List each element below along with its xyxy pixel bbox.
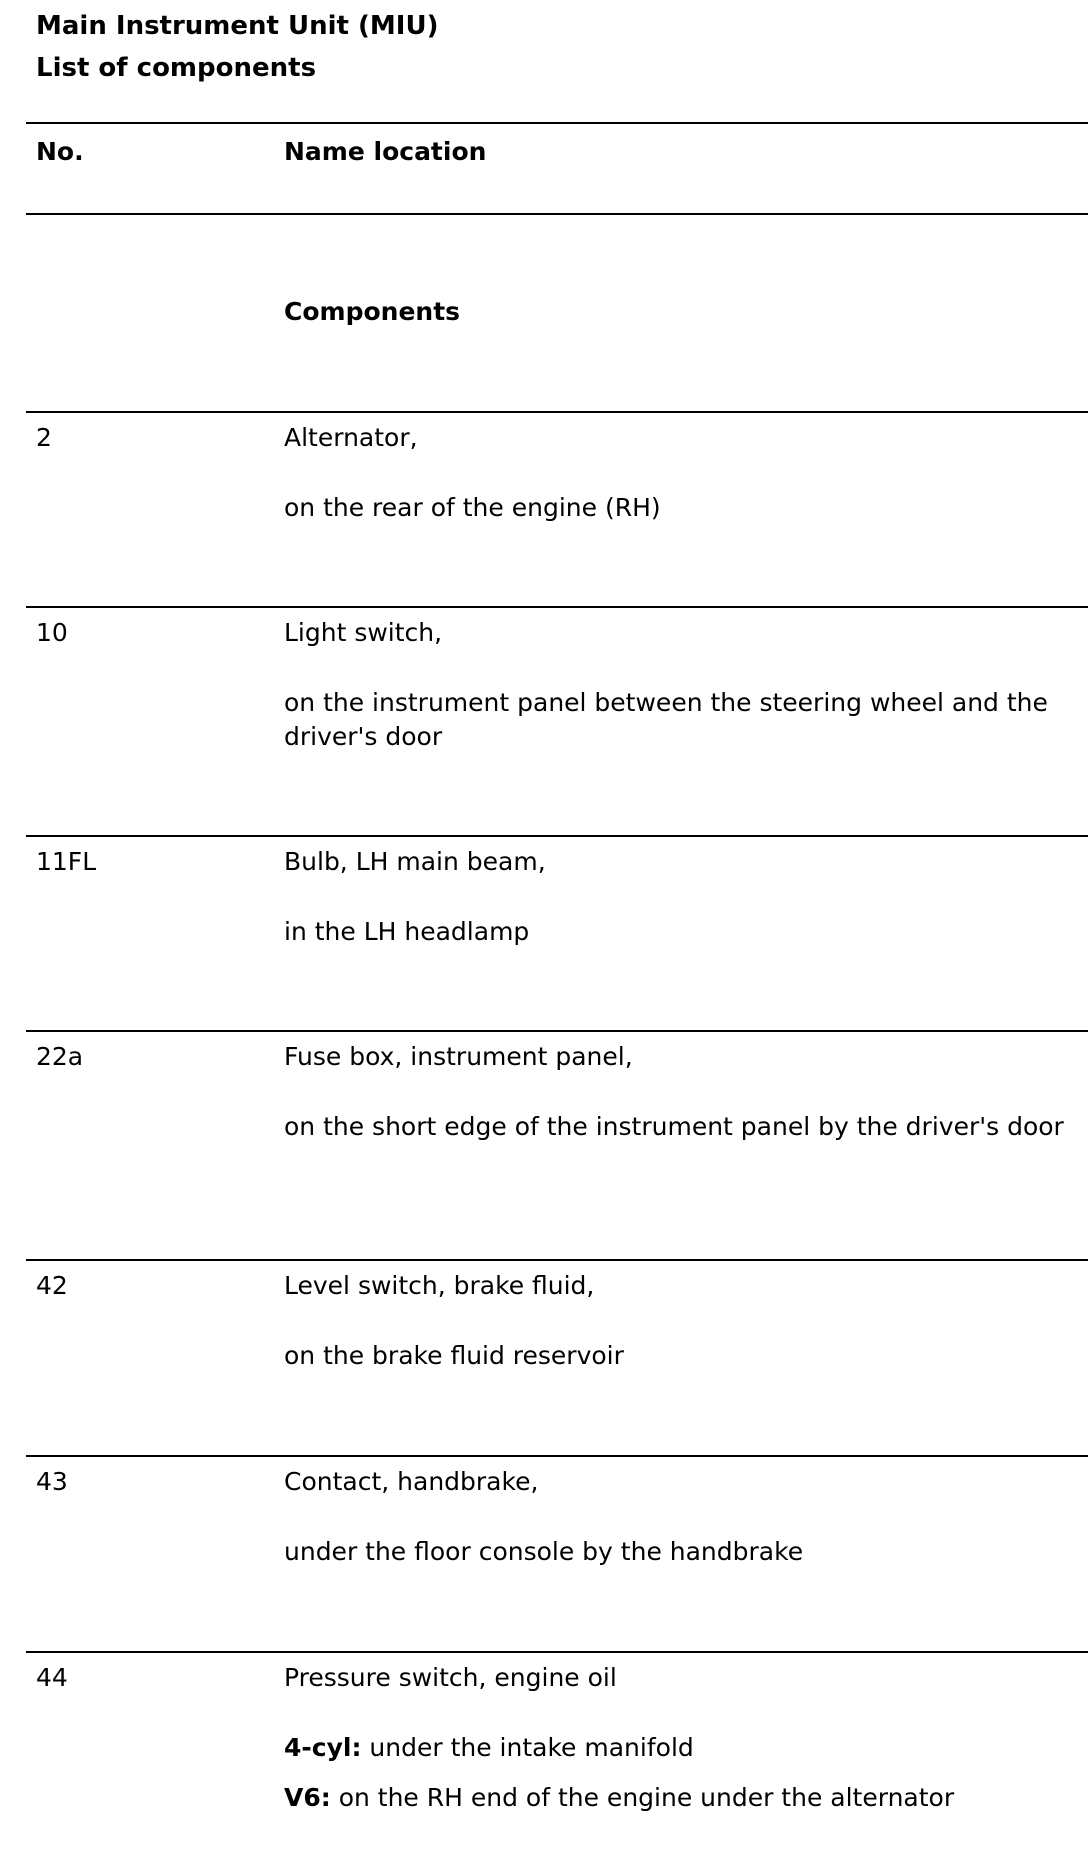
page-title: Main Instrument Unit (MIU)	[36, 11, 439, 41]
row-divider	[26, 1259, 1088, 1261]
variant-label: V6:	[284, 1783, 331, 1812]
row-number: 42	[36, 1271, 68, 1300]
row-divider	[26, 1030, 1088, 1032]
row-divider	[26, 1651, 1088, 1653]
variant-label: 4-cyl:	[284, 1733, 362, 1762]
component-name: Fuse box, instrument panel,	[284, 1042, 633, 1071]
component-name: Pressure switch, engine oil	[284, 1663, 617, 1692]
row-divider	[26, 606, 1088, 608]
component-name: Light switch,	[284, 618, 443, 647]
row-divider	[26, 411, 1088, 413]
row-number: 2	[36, 423, 52, 452]
row-number: 10	[36, 618, 68, 647]
section-heading: Components	[284, 297, 461, 326]
variant-text: under the intake manifold	[361, 1733, 694, 1762]
header-divider	[26, 213, 1088, 215]
component-name: Level switch, brake fluid,	[284, 1271, 595, 1300]
variant-text: on the RH end of the engine under the al…	[330, 1783, 955, 1812]
row-number: 44	[36, 1663, 68, 1692]
row-number: 11FL	[36, 847, 97, 876]
row-number: 22a	[36, 1042, 84, 1071]
component-location-variant: 4-cyl: under the intake manifold	[284, 1731, 1084, 1765]
row-divider	[26, 835, 1088, 837]
component-location: on the brake fluid reservoir	[284, 1341, 624, 1370]
table-top-rule	[26, 122, 1088, 124]
component-location: in the LH headlamp	[284, 917, 530, 946]
row-number: 43	[36, 1467, 68, 1496]
page-subtitle: List of components	[36, 53, 317, 83]
row-divider	[26, 1455, 1088, 1457]
component-location: on the rear of the engine (RH)	[284, 493, 661, 522]
component-location-variant: V6: on the RH end of the engine under th…	[284, 1781, 1084, 1815]
column-header-name-location: Name location	[284, 137, 487, 166]
component-name: Alternator,	[284, 423, 418, 452]
component-name: Contact, handbrake,	[284, 1467, 539, 1496]
component-location: on the instrument panel between the stee…	[284, 688, 1048, 751]
column-header-no: No.	[36, 137, 84, 166]
component-location: on the short edge of the instrument pane…	[284, 1112, 1064, 1141]
component-name: Bulb, LH main beam,	[284, 847, 546, 876]
component-location: under the floor console by the handbrake	[284, 1537, 804, 1566]
